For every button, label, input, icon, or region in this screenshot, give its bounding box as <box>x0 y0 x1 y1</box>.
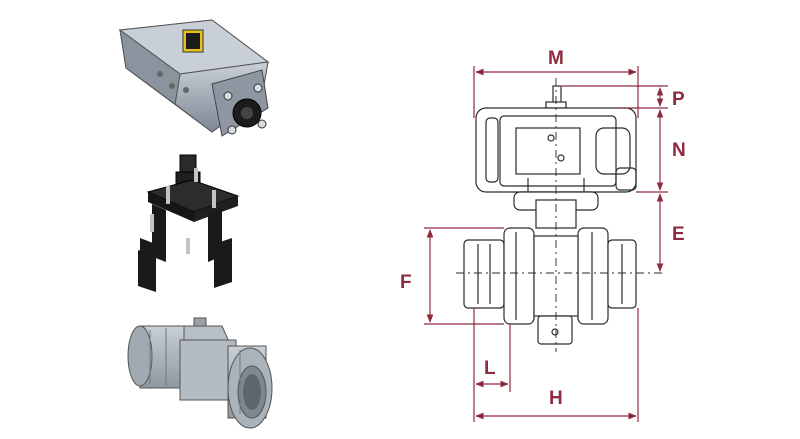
position-indicator-icon <box>182 29 204 53</box>
dimension-label-h: H <box>549 388 563 409</box>
dimension-label-m: M <box>548 48 564 69</box>
dimension-label-n: N <box>672 140 686 161</box>
dimension-lines <box>424 66 668 422</box>
technical-drawing <box>456 78 664 352</box>
actuator-3d-icon <box>118 19 270 137</box>
dimension-label-f: F <box>400 272 412 293</box>
dimension-label-l: L <box>484 358 496 379</box>
ball-valve-3d-icon <box>127 317 273 429</box>
dimension-label-p: P <box>672 89 685 110</box>
mounting-bracket-3d-icon <box>138 154 240 292</box>
dimension-label-e: E <box>672 224 685 245</box>
